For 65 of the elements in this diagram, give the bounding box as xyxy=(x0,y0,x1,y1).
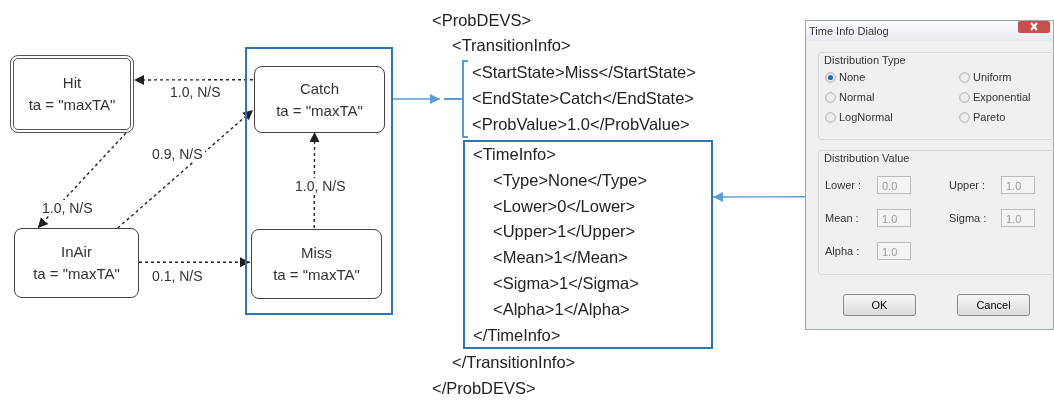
input-field: 0.0 xyxy=(877,176,911,194)
ok-button: OK xyxy=(843,294,916,316)
xml-line: <Upper>1</Upper> xyxy=(493,221,636,242)
radio-label: Uniform xyxy=(973,71,1012,83)
time-advance-text: ta = "maxTA" xyxy=(276,100,363,121)
edge-label: 1.0, N/S xyxy=(168,84,223,100)
radio-label: Normal xyxy=(839,91,875,103)
edge-label: 1.0, N/S xyxy=(293,178,348,194)
input-field: 1.0 xyxy=(877,209,911,227)
field-label: Alpha : xyxy=(825,245,860,257)
xml-tag: <ProbDEVS> xyxy=(432,10,532,30)
input-field: 1.0 xyxy=(1001,176,1035,194)
xml-line: <Mean>1</Mean> xyxy=(493,247,628,268)
arrow xyxy=(138,257,251,268)
time-advance-text: ta = "maxTA" xyxy=(28,95,116,115)
state-box xyxy=(251,229,382,299)
xml-line: <EndState>Catch</EndState> xyxy=(472,88,694,108)
edge-label: 0.1, N/S xyxy=(150,268,205,284)
field-label: Lower : xyxy=(825,179,862,191)
arrow xyxy=(133,74,254,85)
state-box xyxy=(10,55,134,133)
state-name: Miss xyxy=(301,243,332,263)
radio-label: Exponential xyxy=(973,91,1031,103)
edge-label: 1.0, N/S xyxy=(40,200,95,216)
radio-label: None xyxy=(839,71,866,83)
dialog-title: Time Info Dialog xyxy=(809,25,889,37)
radio-label: LogNormal xyxy=(839,111,893,123)
xml-tag: <TransitionInfo> xyxy=(452,35,571,55)
xml-line: <TimeInfo> xyxy=(473,144,556,164)
xml-line: <Type>None</Type> xyxy=(493,169,648,190)
field-label: Sigma : xyxy=(949,212,987,224)
group-panel xyxy=(818,52,1054,140)
arrow xyxy=(37,132,127,229)
input-field: 1.0 xyxy=(877,242,911,260)
arrow xyxy=(117,109,254,229)
xml-line: </TimeInfo> xyxy=(473,324,561,345)
xml-line: <Alpha>1</Alpha> xyxy=(493,298,630,319)
dialog-window xyxy=(805,20,1054,330)
xml-highlight-box xyxy=(463,140,713,349)
field-label: Upper : xyxy=(949,179,986,191)
field-label: Mean : xyxy=(825,212,859,224)
state-box xyxy=(254,66,385,133)
state-name: Catch xyxy=(299,78,340,99)
input-field: 1.0 xyxy=(1001,209,1035,227)
highlight-frame xyxy=(245,47,393,315)
edge-label: 0.9, N/S xyxy=(150,146,205,162)
group-heading: Distribution Type xyxy=(824,54,906,66)
group-panel xyxy=(818,150,1054,275)
arrow xyxy=(712,192,806,202)
xml-tag: </ProbDEVS> xyxy=(432,378,536,398)
radio-label: Pareto xyxy=(973,111,1006,123)
arrow xyxy=(392,94,441,104)
xml-tag: </TransitionInfo> xyxy=(452,352,576,372)
time-advance-text: ta = "maxTA" xyxy=(33,264,120,284)
time-advance-text: ta = "maxTA" xyxy=(273,265,360,285)
xml-line: <Sigma>1</Sigma> xyxy=(493,273,639,293)
arrow xyxy=(309,131,320,229)
xml-line: <ProbValue>1.0</ProbValue> xyxy=(472,114,690,134)
state-name: Hit xyxy=(62,73,82,93)
group-heading: Distribution Value xyxy=(824,152,910,164)
xml-line: <Lower>0</Lower> xyxy=(493,195,636,216)
cancel-button: Cancel xyxy=(957,294,1030,316)
state-box xyxy=(14,228,139,298)
xml-line: <StartState>Miss</StartState> xyxy=(472,62,696,82)
state-name: InAir xyxy=(61,242,92,262)
